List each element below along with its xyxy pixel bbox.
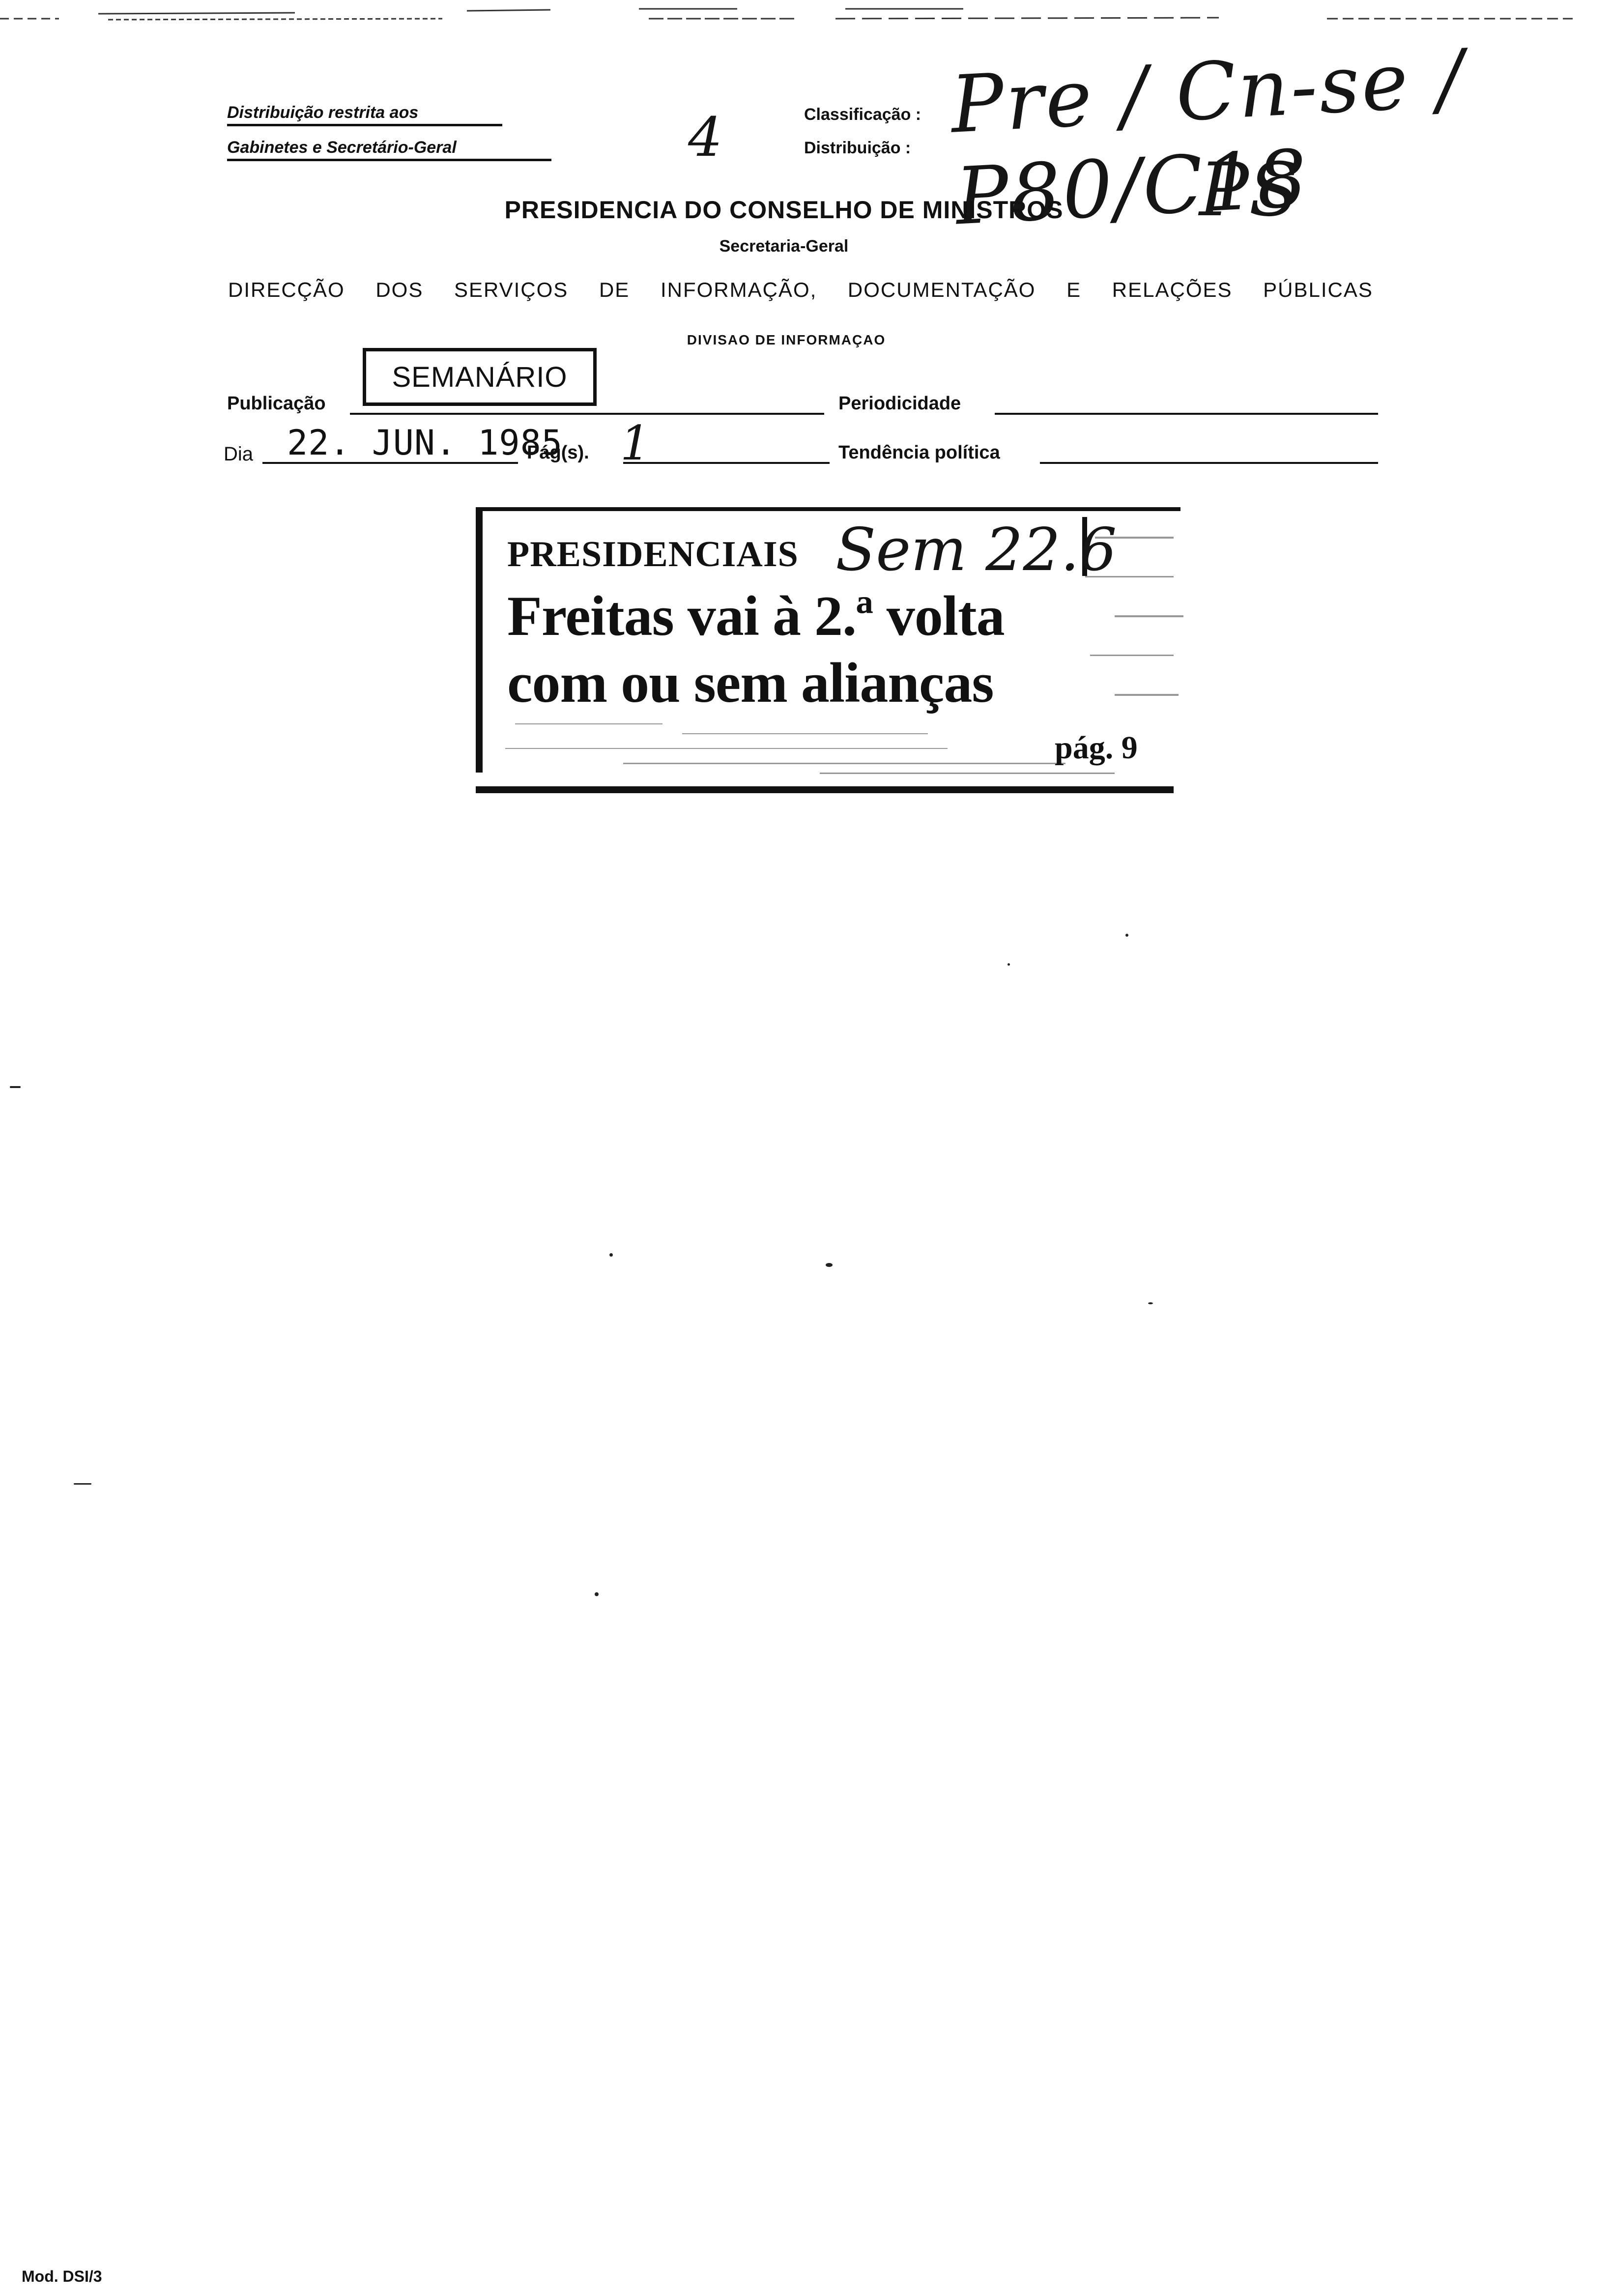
publication-stamp: SEMANÁRIO [363, 348, 597, 406]
scan-speck [609, 1253, 613, 1257]
political-tendency-line [1040, 462, 1378, 464]
pages-line [623, 462, 830, 464]
publication-label: Publicação [227, 393, 326, 414]
clipping-kicker: PRESIDENCIAIS [507, 534, 799, 574]
clipping-handwritten-date: Sem 22.6 [835, 516, 1117, 584]
directorate-word: DOCUMENTAÇÃO [847, 278, 1036, 301]
restricted-distribution-note: Distribuição restrita aos Gabinetes e Se… [227, 104, 551, 161]
directorate-word: E [1066, 278, 1082, 301]
clipping-frame [476, 507, 1183, 793]
day-line [262, 462, 518, 464]
scan-speck [595, 1592, 599, 1596]
clipping-headline-line2: com ou sem alianças [507, 652, 994, 715]
pages-label: Pág(s). [527, 442, 589, 463]
clipping-page-ref: pág. 9 [1055, 730, 1138, 766]
day-label: Dia [224, 443, 254, 465]
directorate-title: DIRECÇÃO DOS SERVIÇOS DE INFORMAÇÃO, DOC… [228, 278, 1373, 302]
scan-speck [1125, 934, 1128, 937]
distribution-label: Distribuição : [804, 139, 911, 157]
scan-speck [10, 1086, 21, 1088]
political-tendency-label: Tendência política [838, 442, 1000, 463]
scan-speck [1148, 1302, 1153, 1304]
scan-speck [1008, 963, 1010, 966]
clipping-headline-line1: Freitas vai à 2.ª volta [507, 585, 1005, 648]
directorate-word: DOS [375, 278, 424, 301]
periodicity-line [995, 413, 1378, 415]
directorate-word: RELAÇÕES [1112, 278, 1233, 301]
division-title: DIVISAO DE INFORMAÇAO [687, 332, 886, 347]
directorate-word: PÚBLICAS [1263, 278, 1373, 301]
directorate-word: DE [599, 278, 630, 301]
scan-speck [74, 1483, 91, 1485]
publication-line [350, 413, 824, 415]
restricted-line-2: Gabinetes e Secretário-Geral [227, 139, 551, 161]
directorate-word: SERVIÇOS [454, 278, 569, 301]
handwritten-distribution: PS [1199, 147, 1299, 233]
ministry-title: PRESIDENCIA DO CONSELHO DE MINISTROS [504, 196, 1064, 224]
scan-speck [826, 1263, 833, 1267]
form-model-code: Mod. DSI/3 [22, 2267, 102, 2285]
pages-value: 1 [620, 416, 651, 471]
restricted-line-1: Distribuição restrita aos [227, 104, 502, 126]
periodicity-label: Periodicidade [838, 393, 961, 414]
handwritten-number: 4 [688, 106, 722, 169]
classification-labels: Classificação : Distribuição : [804, 106, 921, 156]
directorate-word: DIRECÇÃO [228, 278, 345, 301]
newspaper-clipping [476, 507, 1188, 797]
secretariat-subtitle: Secretaria-Geral [719, 237, 849, 256]
classification-label: Classificação : [804, 105, 921, 124]
scan-edge-noise [0, 8, 1573, 21]
directorate-word: INFORMAÇÃO, [660, 278, 817, 301]
day-value: 22. JUN. 1985 [287, 423, 563, 463]
